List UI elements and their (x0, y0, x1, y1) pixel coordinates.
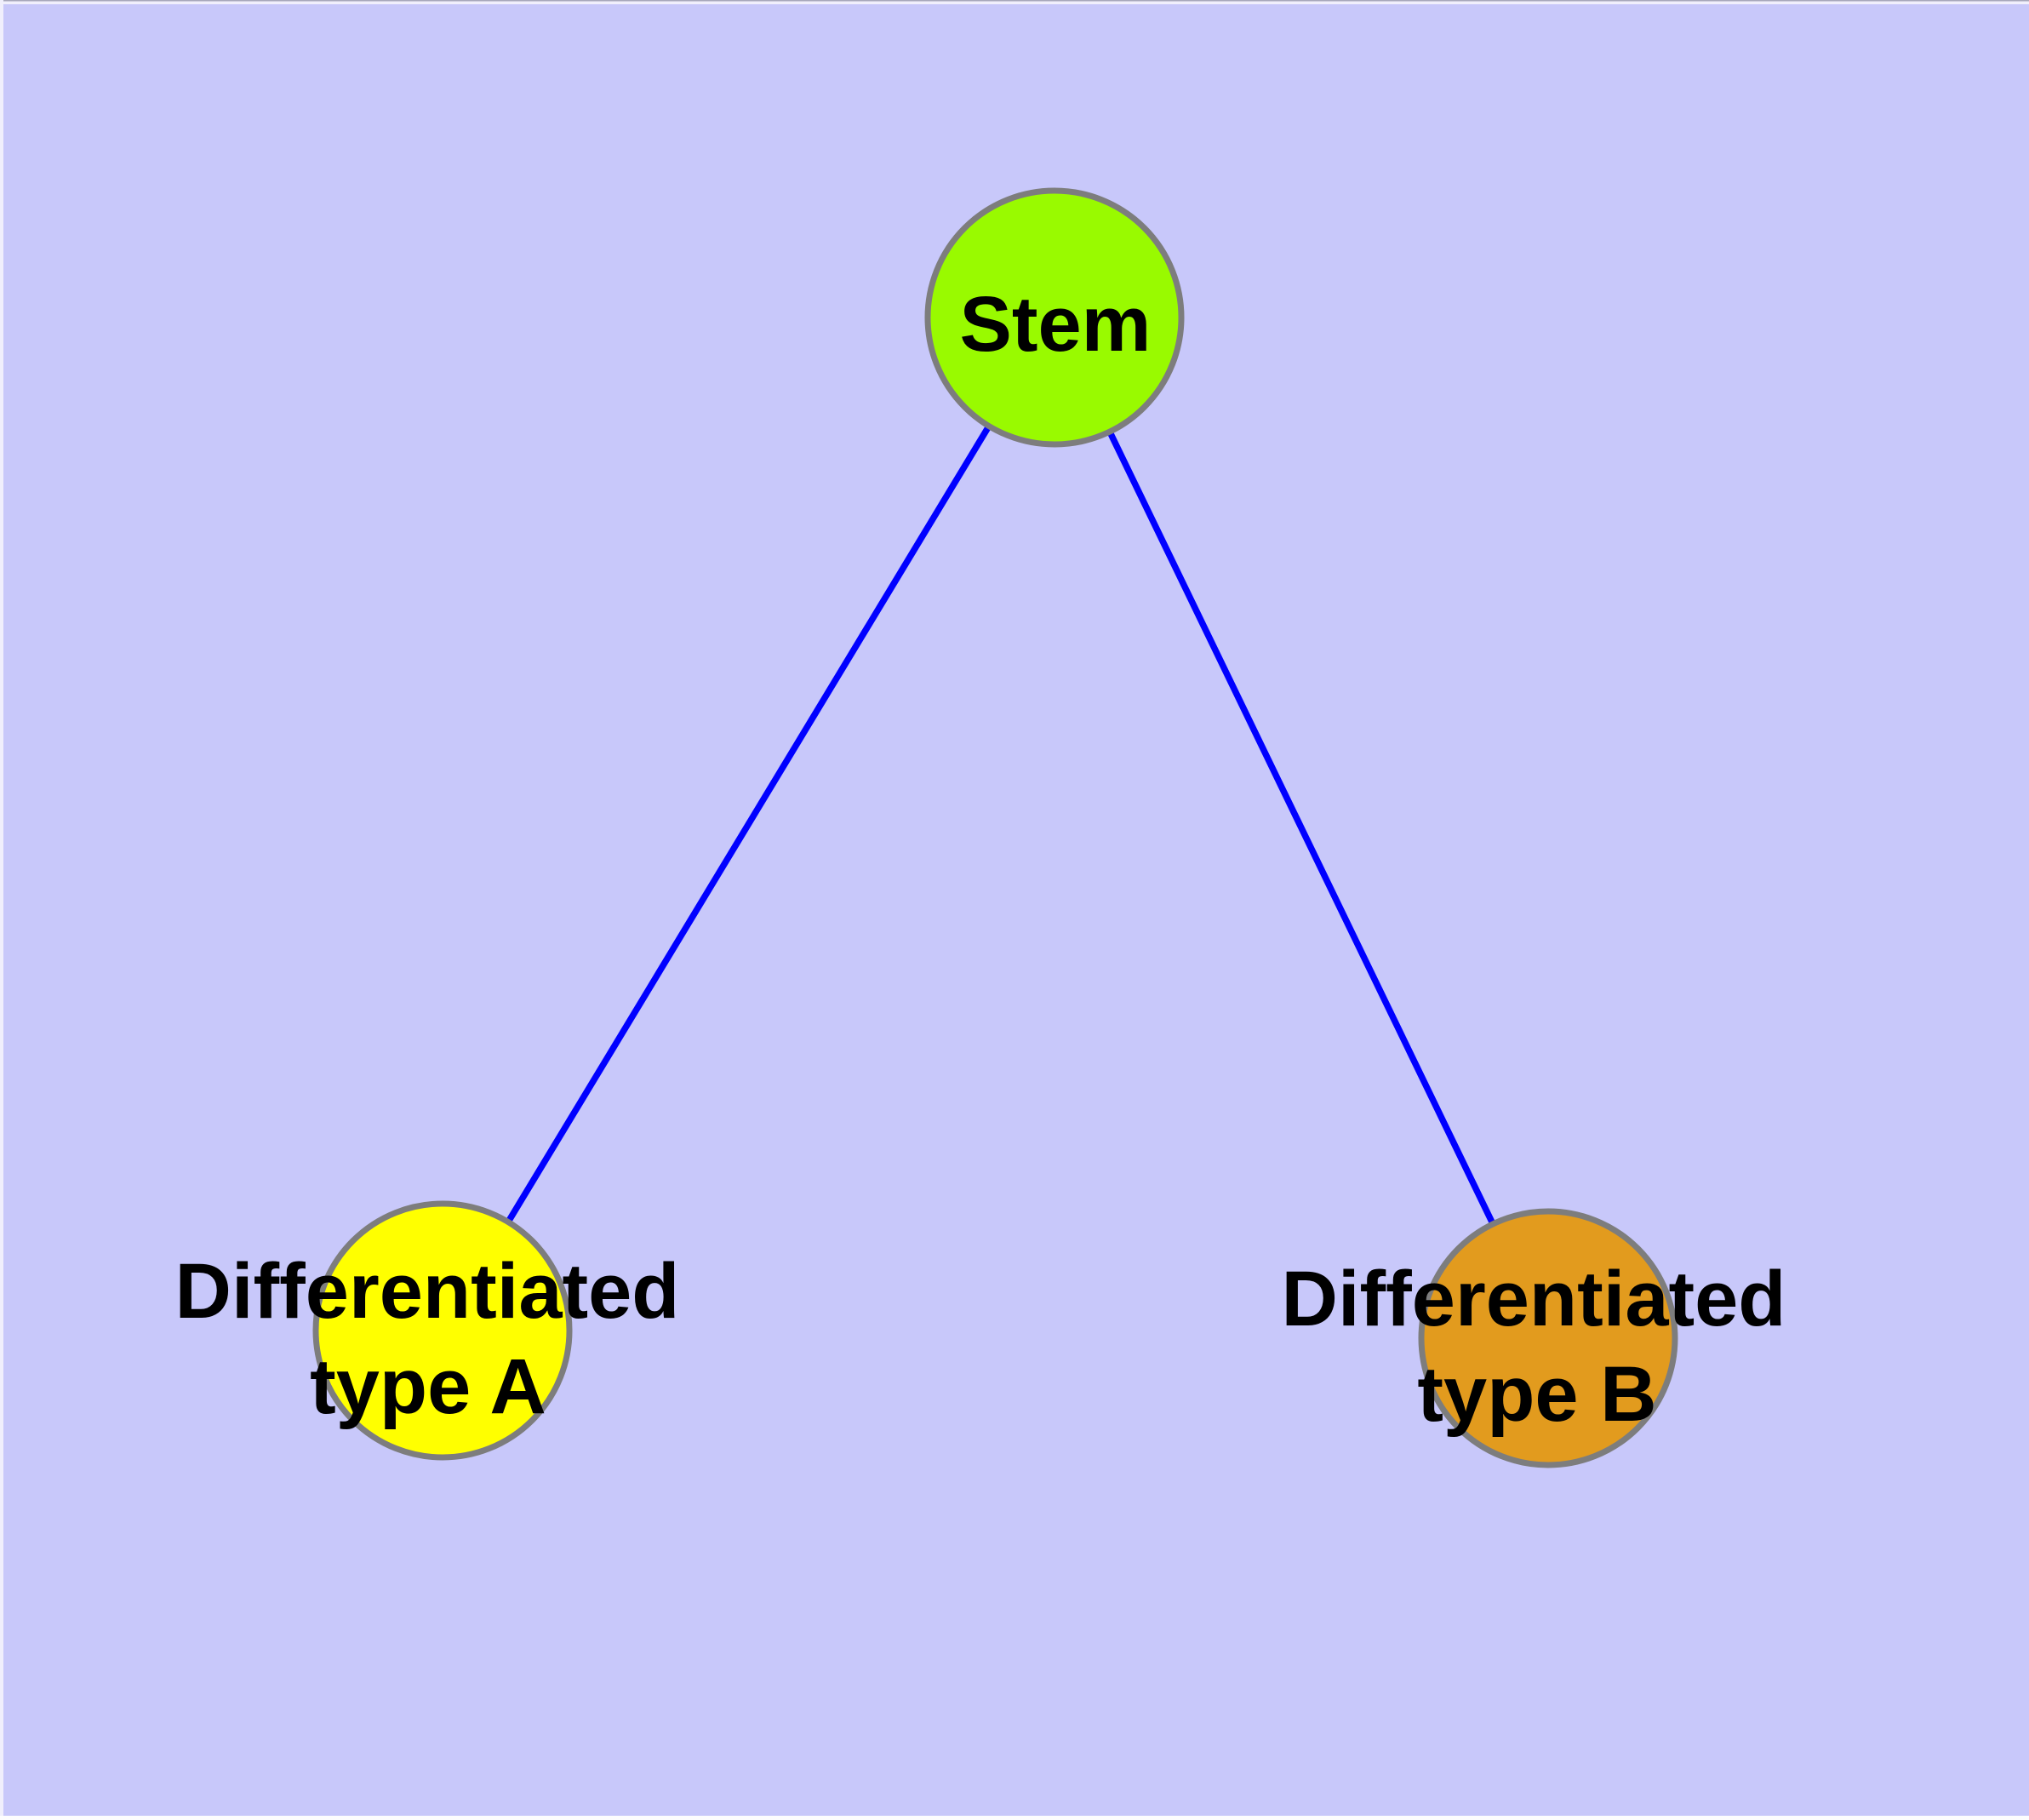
node-type-b-label-line1: Differentiated (1282, 1256, 1786, 1342)
node-type-a-label-line1: Differentiated (175, 1248, 680, 1335)
window-top-edge-band (0, 0, 2029, 4)
node-differentiated-type-a (312, 1200, 573, 1461)
edge-stem-to-type-a (439, 316, 1058, 1332)
node-type-b-label-line2: type B (1417, 1351, 1656, 1438)
node-stem-label: Stem (960, 281, 1152, 368)
window-left-edge-band (0, 0, 3, 1820)
node-stem (924, 187, 1185, 448)
node-type-a-label-line2: type A (310, 1343, 546, 1430)
node-differentiated-type-b (1418, 1208, 1678, 1468)
window-bottom-edge-band (0, 1816, 2029, 1820)
window-top-hairline (0, 0, 2029, 2)
edge-stem-to-type-b (1051, 316, 1552, 1340)
